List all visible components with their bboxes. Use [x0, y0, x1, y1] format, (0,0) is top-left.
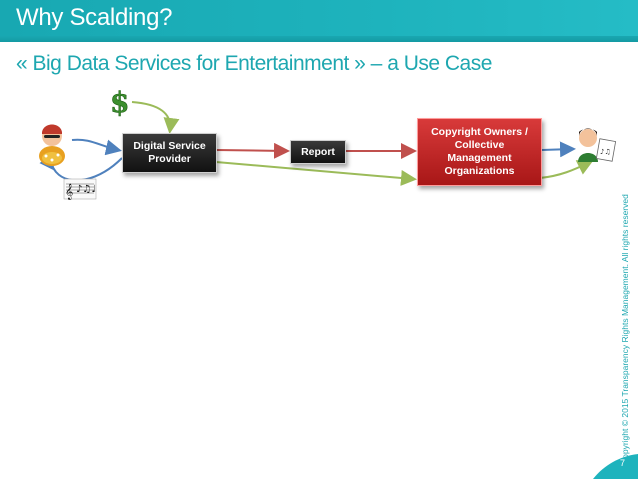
- copyright-notice: Copyright © 2015 Transparency Rights Man…: [620, 194, 630, 465]
- copyright-owners-box: Copyright Owners / Collective Management…: [417, 118, 542, 186]
- rights-holder-icon: ♪♫: [578, 128, 617, 162]
- consumer-icon: [39, 124, 65, 166]
- dsp-box: Digital Service Provider: [122, 133, 217, 173]
- music-notes-icon: 𝄞 ♪♫♩: [63, 178, 97, 200]
- slide-subtitle: « Big Data Services for Entertainment » …: [16, 52, 492, 75]
- arrow-dsp-to-owners: [215, 161, 417, 186]
- flow-diagram: $ 𝄞 ♪♫♩ ♪♫ Digital Service: [0, 80, 638, 210]
- arrow-dsp-to-report: [215, 142, 290, 159]
- arrow-dollar-to-dsp: [131, 101, 180, 134]
- arrow-owners-to-rightsholder-blue: [541, 141, 576, 158]
- arrow-owners-to-rightsholder: [539, 160, 594, 179]
- report-box: Report: [290, 140, 346, 164]
- report-label: Report: [301, 145, 335, 158]
- copyright-owners-label: Copyright Owners / Collective Management…: [431, 126, 528, 177]
- slide-title: Why Scalding?: [16, 4, 173, 31]
- svg-text:♪♫: ♪♫: [600, 148, 611, 156]
- dollar-icon: $: [110, 86, 130, 120]
- diagram-connectors: $ 𝄞 ♪♫♩ ♪♫: [39, 86, 617, 200]
- svg-text:♪♫♩: ♪♫♩: [76, 184, 96, 195]
- svg-text:$: $: [110, 86, 129, 119]
- dsp-label: Digital Service Provider: [133, 140, 206, 165]
- title-bar: Why Scalding?: [0, 0, 638, 42]
- svg-text:𝄞: 𝄞: [65, 184, 73, 200]
- arrow-consumer-to-dsp: [71, 138, 122, 156]
- page-number: 7: [619, 458, 625, 468]
- corner-decoration: [593, 454, 638, 479]
